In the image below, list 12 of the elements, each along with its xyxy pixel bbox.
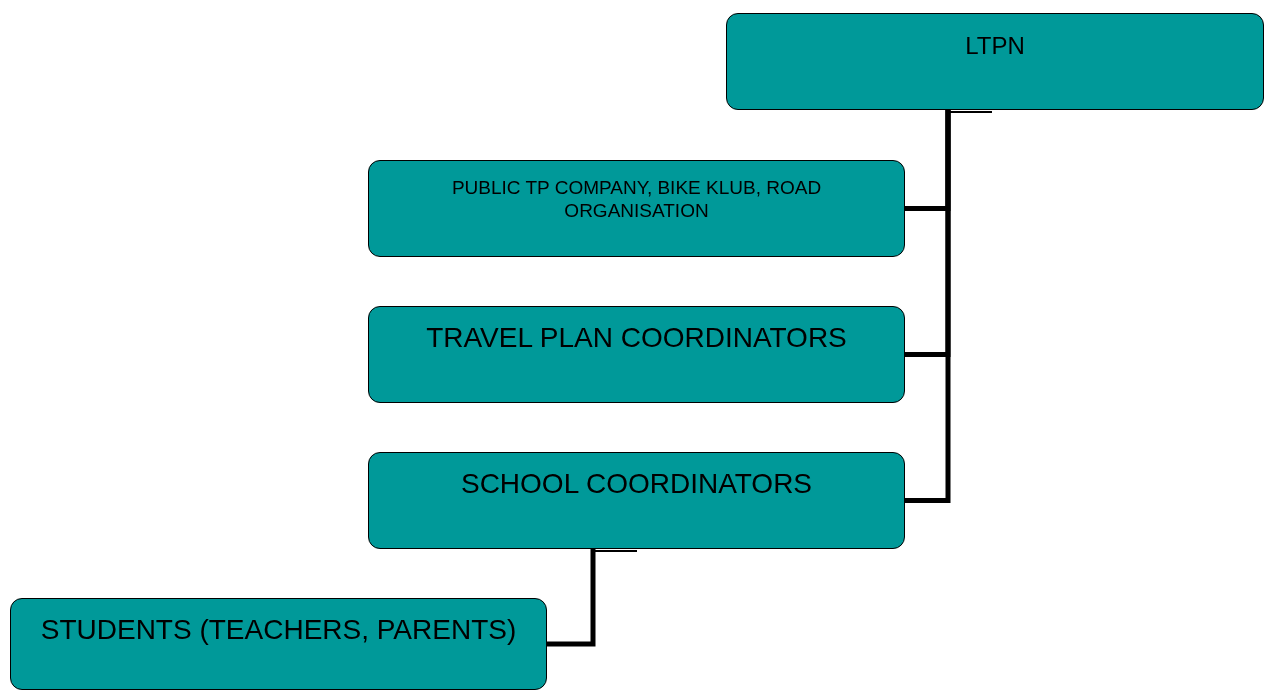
org-box — [10, 598, 547, 690]
connector-line — [905, 110, 951, 503]
org-box — [368, 452, 905, 549]
box-label: TRAVEL PLAN COORDINATORS — [425, 321, 848, 355]
org-box — [368, 160, 905, 257]
box-label: LTPN — [964, 32, 1026, 61]
box-label: STUDENTS (TEACHERS, PARENTS) — [39, 613, 518, 647]
box-label: PUBLIC TP COMPANY, BIKE KLUB, ROAD ORGANISATION — [450, 177, 823, 223]
org-box — [368, 306, 905, 403]
connector-line — [547, 549, 596, 647]
org-box — [726, 13, 1264, 110]
box-label: SCHOOL COORDINATORS — [459, 467, 814, 501]
